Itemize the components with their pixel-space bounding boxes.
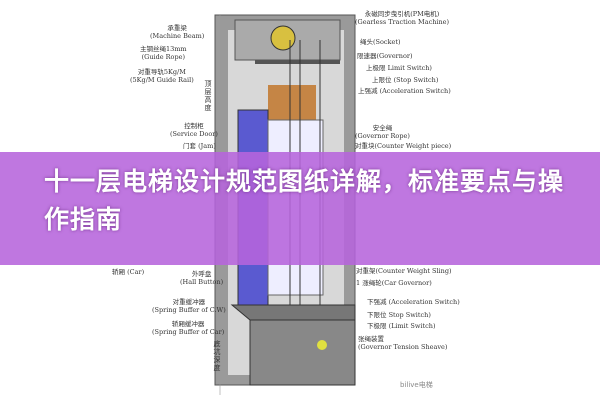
label-guide-rail: 对重导轨5Kg/M(5Kg/M Guide Rail) <box>130 68 194 84</box>
label-upper-accel: 上强减 (Acceleration Switch) <box>358 87 451 95</box>
label-tension-sheave: 张绳装置(Governor Tension Sheave) <box>358 335 448 351</box>
page-title: 十一层电梯设计规范图纸详解，标准要点与操作指南 <box>44 167 565 234</box>
label-pit-depth: 底坑深度 <box>213 340 221 372</box>
label-governor-rope: 安全绳(Governor Rope) <box>355 124 410 140</box>
label-top-height: 顶层高度 <box>204 80 212 112</box>
label-lower-limit: 下极限 (Limit Switch) <box>367 322 436 330</box>
label-jam: 门套 (Jam) <box>183 142 216 150</box>
label-lower-stop: 下限位 Stop Switch) <box>367 311 431 319</box>
label-upper-limit: 上极限 Limit Switch) <box>366 64 432 72</box>
label-cw-sling: 对重架(Counter Weight Sling) <box>356 267 452 275</box>
watermark: bilive电梯 <box>400 381 433 389</box>
title-banner: 十一层电梯设计规范图纸详解，标准要点与操作指南 <box>0 152 600 265</box>
label-machine-beam: 承重梁(Machine Beam) <box>150 24 205 40</box>
label-guide-rope: 主钢丝绳13mm(Guide Rope) <box>140 45 187 61</box>
label-buffer-cw: 对重缓冲器(Spring Buffer of C.W) <box>152 298 226 314</box>
label-socket: 绳头(Socket) <box>360 38 401 46</box>
label-service-door: 控制柜(Service Door) <box>170 122 218 138</box>
label-lower-accel: 下强减 (Acceleration Switch) <box>367 298 460 306</box>
label-car: 轿厢 (Car) <box>112 268 145 276</box>
label-buffer-car: 轿厢缓冲器(Spring Buffer of Car) <box>152 320 225 336</box>
label-car-governor: 1 涨绳轮(Car Governor) <box>356 279 432 287</box>
label-upper-stop: 上限位 (Stop Switch) <box>372 76 439 84</box>
label-cw-piece: 对重块(Counter Weight piece) <box>355 142 452 150</box>
label-governor: 限速器(Governor) <box>357 52 413 60</box>
label-hall-button: 外呼盘(Hall Button) <box>180 270 224 286</box>
label-traction-machine: 永磁同步曳引机(PM电机)(Gearless Traction Machine) <box>355 10 450 26</box>
